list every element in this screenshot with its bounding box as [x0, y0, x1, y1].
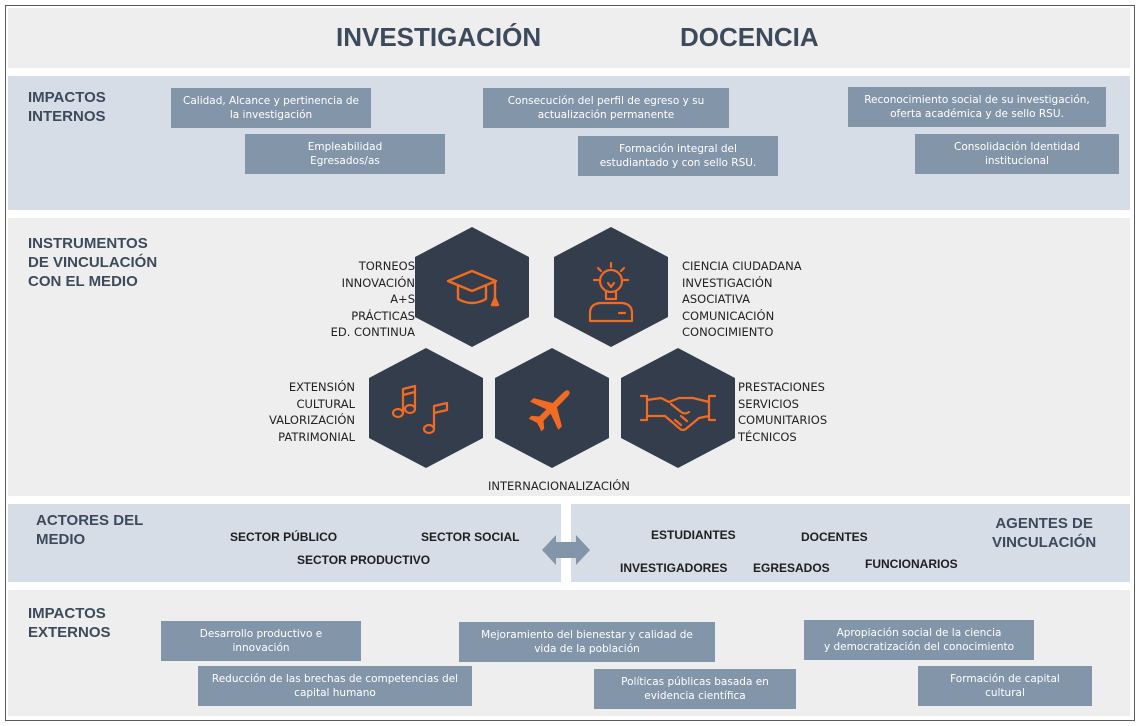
impact-box-productive-development: Desarrollo productivo e innovación	[161, 621, 361, 661]
actor-public-sector: SECTOR PÚBLICO	[230, 530, 338, 544]
hexagon-teaching	[415, 227, 529, 347]
actor-social-sector: SECTOR SOCIAL	[421, 530, 520, 544]
instrument-label-international: INTERNACIONALIZACIÓN	[488, 479, 630, 493]
handshake-icon	[639, 394, 717, 432]
graduation-cap-icon	[446, 269, 500, 307]
agents-label: AGENTES DE VINCULACIÓN	[992, 515, 1097, 551]
hexagon-culture	[369, 348, 483, 468]
agent-staff: FUNCIONARIOS	[865, 557, 958, 571]
impact-box-public-policy: Políticas públicas basada en evidencia c…	[594, 669, 796, 709]
impact-box-social-recognition: Reconocimiento social de su investigació…	[848, 87, 1106, 127]
agent-teachers: DOCENTES	[801, 530, 868, 544]
actor-productive-sector: SECTOR PRODUCTIVO	[297, 553, 431, 567]
impact-box-science-appropriation: Apropiación social de la ciencia y democ…	[804, 620, 1034, 660]
airplane-icon	[528, 390, 570, 432]
impact-box-wellbeing: Mejoramiento del bienestar y calidad de …	[459, 622, 715, 662]
hexagon-research	[554, 227, 668, 347]
double-arrow-icon	[542, 535, 590, 565]
impact-box-research-quality: Calidad, Alcance y pertinencia de la inv…	[171, 88, 371, 128]
instrument-list-research: CIENCIA CIUDADANA INVESTIGACIÓN ASOCIATI…	[682, 259, 802, 339]
instrument-list-teaching: TORNEOS INNOVACIÓN A+S PRÁCTICAS ED. CON…	[330, 259, 415, 339]
header-docencia: DOCENCIA	[680, 22, 819, 52]
agent-graduates: EGRESADOS	[753, 561, 830, 575]
actors-label: ACTORES DEL MEDIO	[36, 512, 144, 548]
external-impacts-label: IMPACTOS EXTERNOS	[28, 605, 111, 641]
header-band	[8, 8, 1130, 68]
agent-researchers: INVESTIGADORES	[620, 561, 728, 575]
impact-box-graduate-profile: Consecución del perfil de egreso y su ac…	[483, 88, 729, 128]
impact-box-employability: Empleabilidad Egresados/as	[245, 134, 445, 174]
agent-students: ESTUDIANTES	[651, 528, 736, 542]
internal-impacts-label: IMPACTOS INTERNOS	[28, 89, 106, 125]
instrument-list-services: PRESTACIONES SERVICIOS COMUNITARIOS TÉCN…	[738, 380, 828, 444]
impact-box-cultural-capital: Formación de capital cultural	[918, 666, 1092, 706]
instrument-list-culture: EXTENSIÓN CULTURAL VALORIZACIÓN PATRIMON…	[268, 380, 355, 444]
impact-box-skills-gap: Reducción de las brechas de competencias…	[198, 666, 472, 706]
actors-band	[8, 504, 561, 582]
agents-band	[571, 504, 1130, 582]
header-investigacion: INVESTIGACIÓN	[336, 22, 542, 52]
instruments-label: INSTRUMENTOS DE VINCULACIÓN CON EL MEDIO	[28, 235, 158, 290]
music-notes-icon	[391, 384, 449, 435]
hexagon-services	[621, 348, 735, 468]
lightbulb-person-icon	[588, 261, 634, 323]
impact-box-institutional-identity: Consolidación Identidad institucional	[915, 134, 1119, 174]
hexagon-international	[495, 348, 609, 468]
impact-box-integral-formation: Formación integral del estudiantado y co…	[578, 136, 778, 176]
